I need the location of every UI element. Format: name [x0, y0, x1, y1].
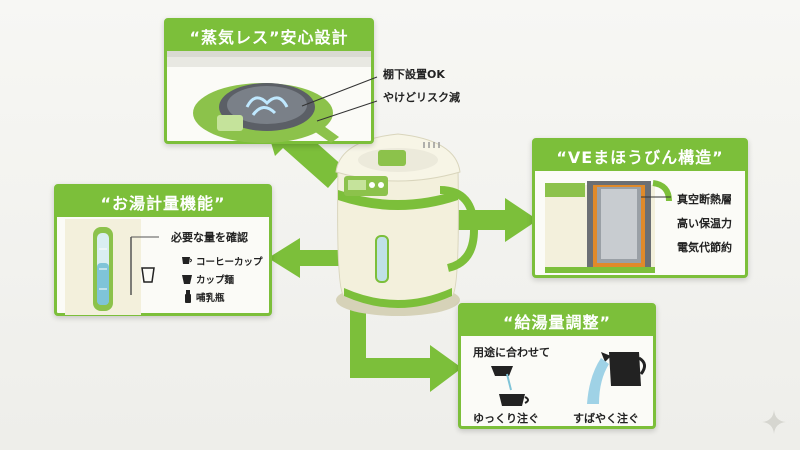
sparkle-icon	[762, 410, 786, 434]
water-gauge-illustration	[65, 219, 141, 315]
ve-label-power: 電気代節約	[677, 241, 732, 254]
gauge-item-noodle: カップ麺	[196, 275, 235, 286]
fast-pour-illustration	[587, 352, 646, 404]
pour-option-fast: すばやく注ぐ	[573, 412, 639, 425]
slow-pour-illustration	[491, 366, 529, 406]
gauge-item-coffee: コーヒーカップ	[196, 257, 263, 268]
ve-structure-title: “VEまほうびん構造”	[535, 141, 745, 171]
pour-adjust-heading: 用途に合わせて	[473, 346, 550, 359]
ve-structure-panel: “VEまほうびん構造” 真空断熱層 高い保温力 電気代節約	[532, 138, 748, 278]
water-gauge-heading: 必要な量を確認	[171, 231, 248, 244]
steamless-label-burn: やけどリスク減	[383, 91, 460, 104]
pour-adjust-title: “給湯量調整”	[461, 306, 653, 336]
steamless-panel: “蒸気レス”安心設計	[164, 18, 378, 144]
steamless-illustration	[167, 51, 371, 143]
arrow-to-ve	[458, 198, 538, 242]
arrow-to-pour	[350, 300, 462, 392]
ve-cutaway-illustration	[545, 180, 672, 273]
gauge-item-bottle: 哺乳瓶	[196, 293, 225, 304]
steamless-title: “蒸気レス”安心設計	[167, 21, 371, 51]
steamless-leader-lines	[301, 76, 378, 122]
ve-label-vacuum: 真空断熱層	[677, 193, 732, 206]
arrow-to-gauge	[268, 238, 342, 278]
water-gauge-bracket	[130, 236, 159, 295]
pour-option-slow: ゆっくり注ぐ	[473, 412, 539, 425]
ve-label-heat: 高い保温力	[677, 217, 732, 230]
steamless-label-shelf: 棚下設置OK	[383, 68, 445, 81]
pour-adjust-panel: “給湯量調整” 用途に合わせて ゆっくり注ぐ すばやく注ぐ	[458, 303, 656, 429]
water-gauge-title: “お湯計量機能”	[57, 187, 269, 217]
water-gauge-panel: “お湯計量機能” 必要な量を確認 コーヒーカップ カップ麺 哺乳瓶	[54, 184, 272, 316]
